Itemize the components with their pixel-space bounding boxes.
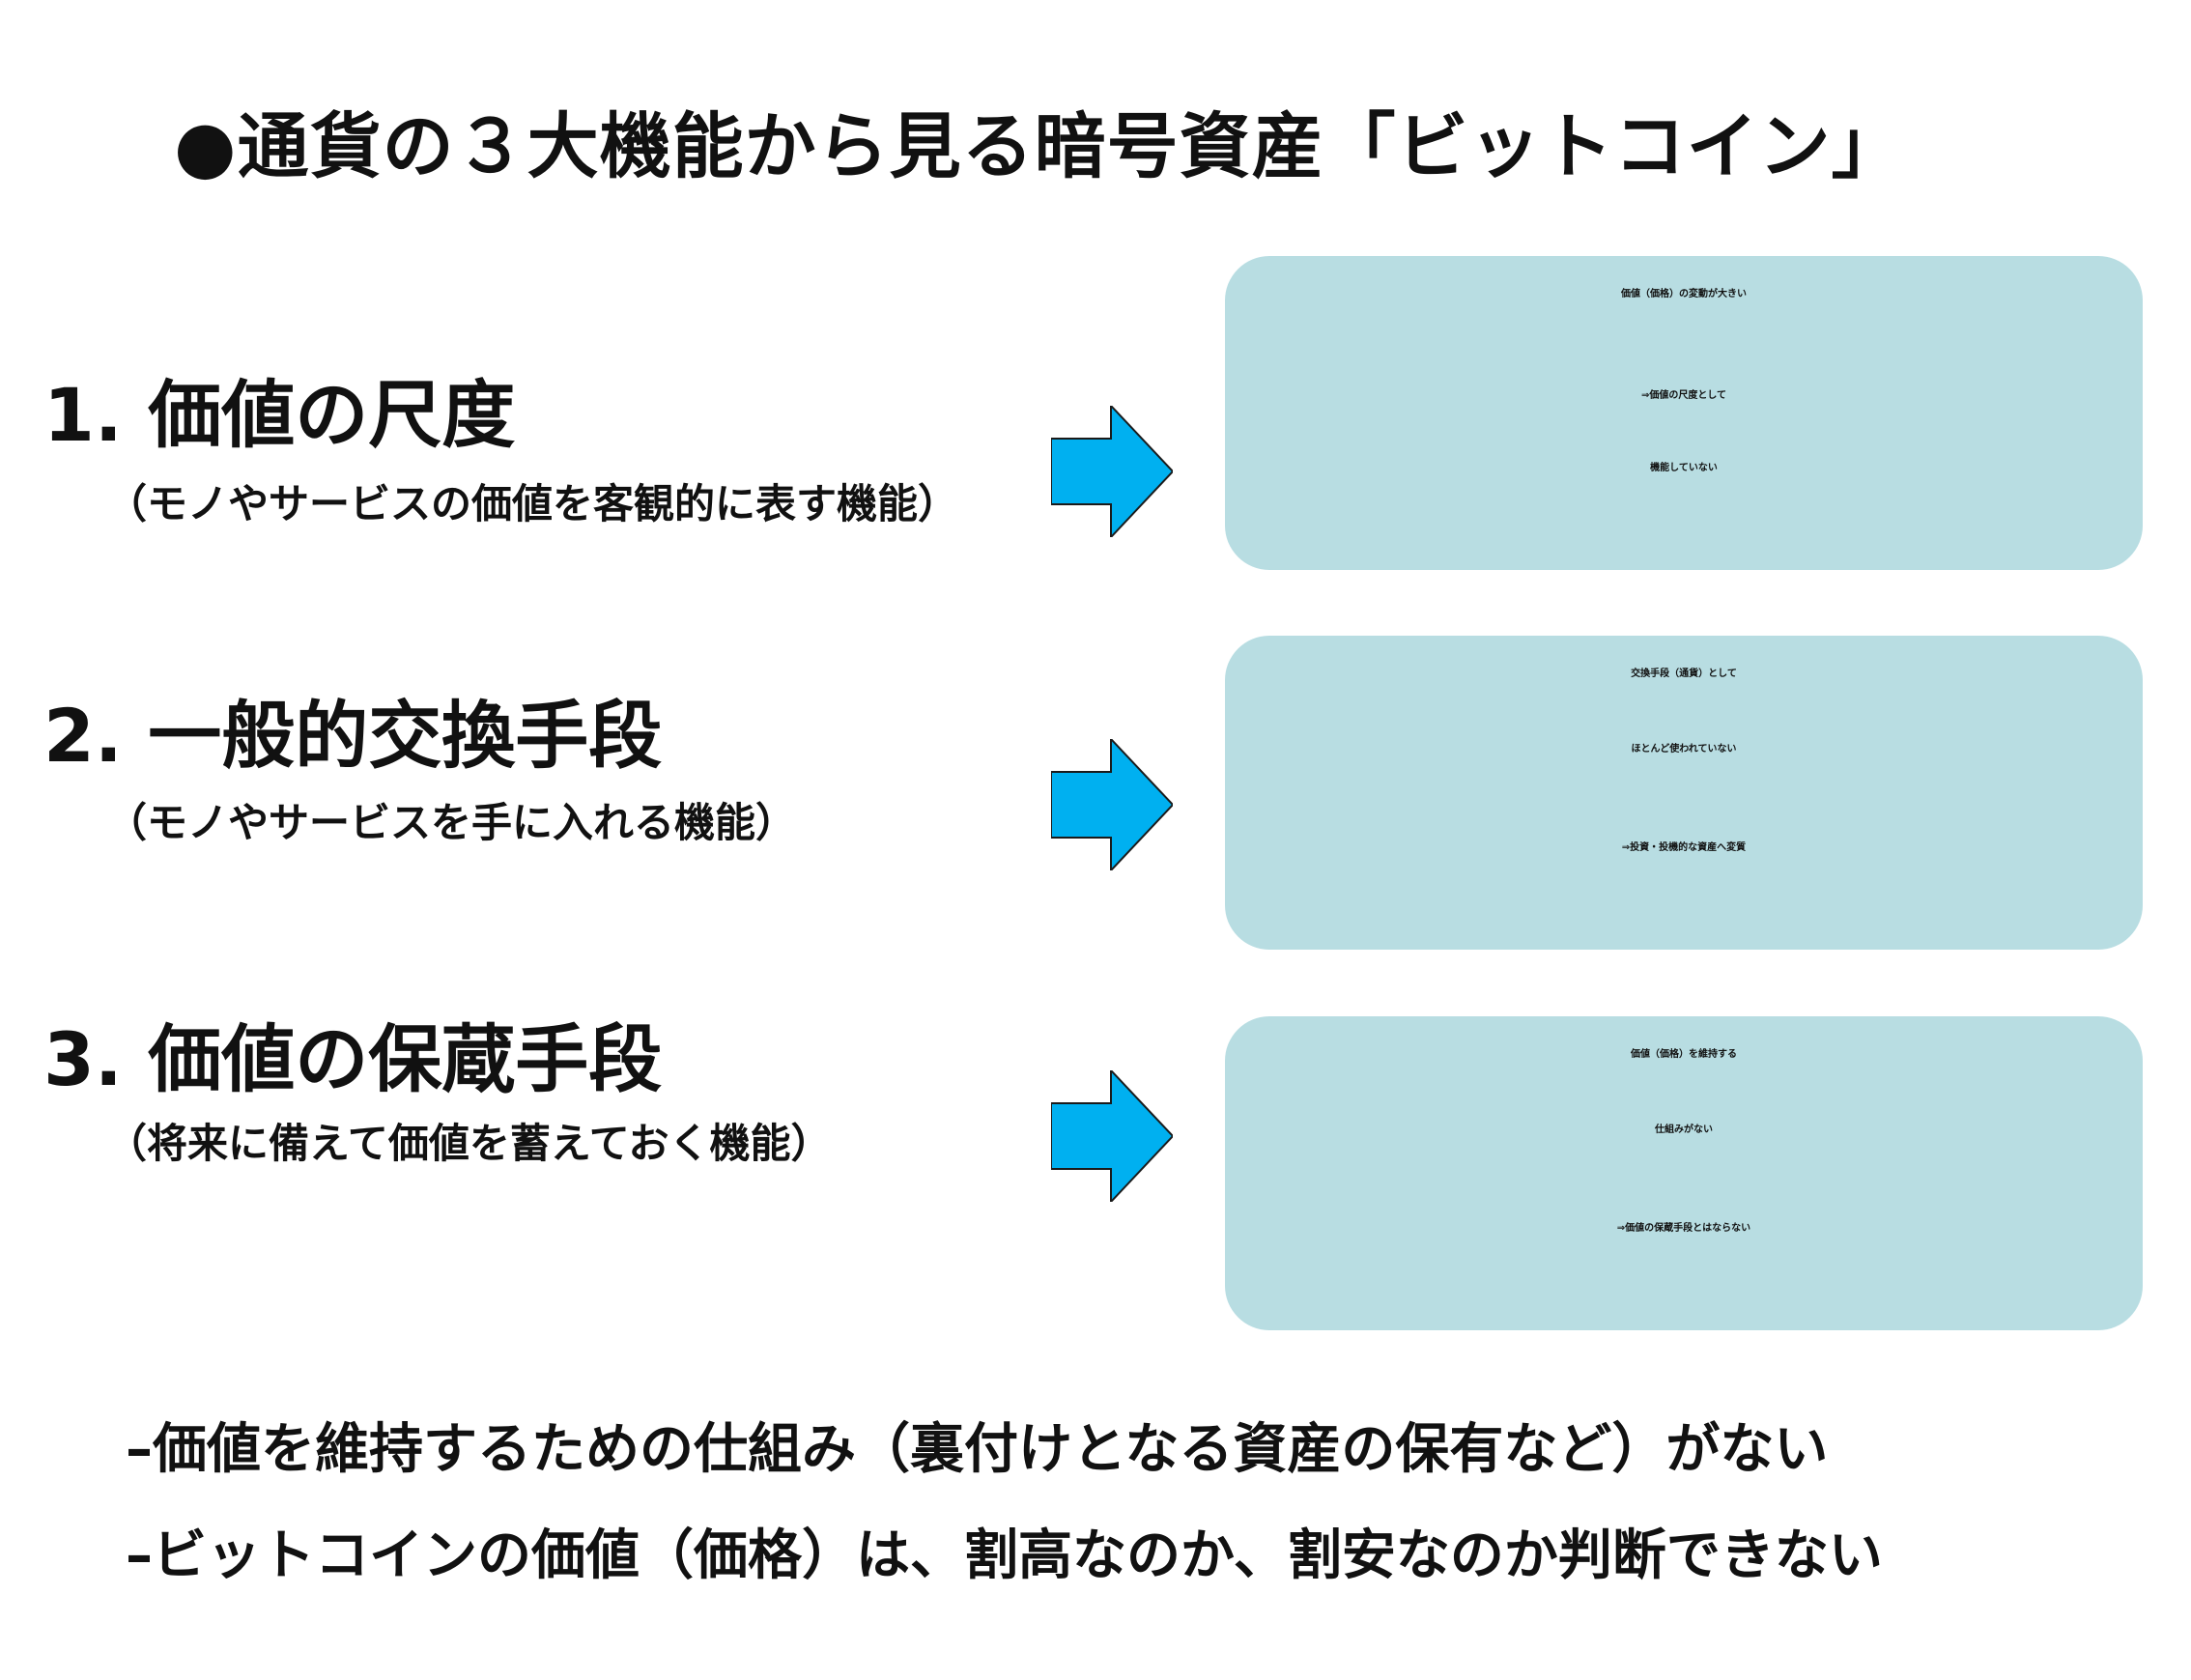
function-2-box-line-2: ほとんど使われていない [1631, 744, 1737, 755]
page-title: ●通貨の３大機能から見る暗号資産「ビットコイン」 [174, 105, 1904, 188]
function-2-box-line-3: ⇒投資・投機的な資産へ変質 [1621, 842, 1747, 853]
function-3-box-line-1: 価値（価格）を維持する [1631, 1049, 1737, 1060]
note-1: –価値を維持するための仕組み（裏付けとなる資産の保有など）がない [126, 1418, 1829, 1481]
function-1-heading: 1. 価値の尺度 [43, 372, 516, 458]
function-1-subtitle: （モノやサービスの価値を客観的に表す機能） [106, 480, 959, 527]
function-3-heading: 3. 価値の保蔵手段 [43, 1016, 663, 1102]
function-1-assessment-box: 価値（価格）の変動が大きい ⇒価値の尺度として 機能していない [1225, 256, 2143, 570]
function-2-heading: 2. 一般的交換手段 [43, 693, 663, 779]
function-1-box-line-3: 機能していない [1650, 463, 1718, 473]
function-3-box-line-2: 仕組みがない [1655, 1125, 1713, 1135]
function-2-assessment-box: 交換手段（通貨）として ほとんど使われていない ⇒投資・投機的な資産へ変質 [1225, 636, 2143, 950]
function-1-box-line-2: ⇒価値の尺度として [1640, 390, 1727, 401]
function-2-subtitle: （モノやサービスを手に入れる機能） [106, 799, 797, 846]
right-arrow-icon [1051, 1070, 1173, 1202]
function-3-box-line-3: ⇒価値の保蔵手段とはならない [1616, 1223, 1751, 1234]
function-2-box-line-1: 交換手段（通貨）として [1631, 669, 1737, 679]
function-1-box-line-1: 価値（価格）の変動が大きい [1621, 289, 1747, 299]
function-3-assessment-box: 価値（価格）を維持する 仕組みがない ⇒価値の保蔵手段とはならない [1225, 1016, 2143, 1330]
right-arrow-icon [1051, 739, 1173, 870]
function-3-subtitle: （将来に備えて価値を蓄えておく機能） [106, 1120, 832, 1167]
note-2: –ビットコインの価値（価格）は、割高なのか、割安なのか判断できない [126, 1524, 1883, 1587]
right-arrow-icon [1051, 406, 1173, 537]
